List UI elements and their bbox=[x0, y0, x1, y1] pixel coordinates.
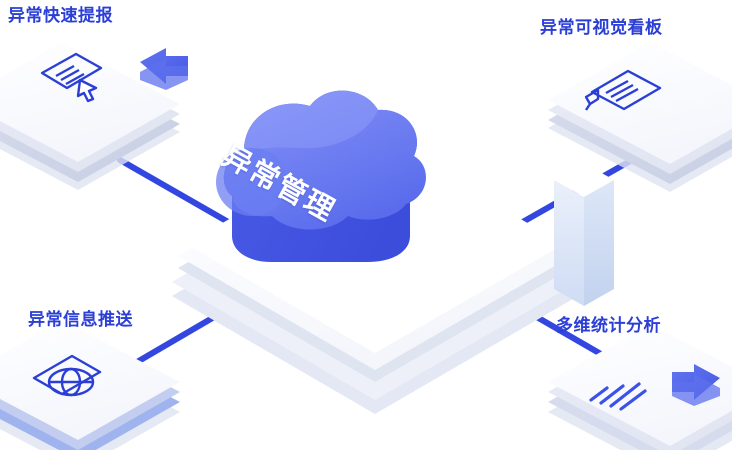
platform-layer-top bbox=[548, 42, 732, 164]
node-platform-top-left bbox=[0, 42, 180, 190]
decorative-arrow-top-left bbox=[140, 48, 188, 90]
decorative-arrow-bottom-right bbox=[672, 364, 720, 406]
node-label-top-left: 异常快速提报 bbox=[8, 6, 113, 26]
node-label-bottom-right: 多维统计分析 bbox=[556, 316, 661, 336]
cloud-icon bbox=[216, 90, 426, 262]
dashboard-document-icon bbox=[584, 69, 662, 111]
platform-layer-top bbox=[0, 320, 180, 440]
node-platform-top-right bbox=[548, 42, 732, 192]
cloud-highlight bbox=[244, 90, 378, 150]
document-cursor-icon bbox=[40, 52, 103, 103]
node-platform-bottom-left bbox=[0, 320, 180, 450]
statistics-pillar bbox=[554, 163, 614, 306]
cloud-lobe-left bbox=[216, 148, 288, 216]
pillar-right-face bbox=[584, 180, 614, 306]
pillar-left-face bbox=[554, 180, 584, 306]
node-label-bottom-left: 异常信息推送 bbox=[28, 310, 133, 330]
globe-network-icon bbox=[32, 354, 102, 397]
node-label-top-right: 异常可视觉看板 bbox=[540, 18, 663, 38]
bar-chart-lines-icon bbox=[589, 382, 647, 411]
